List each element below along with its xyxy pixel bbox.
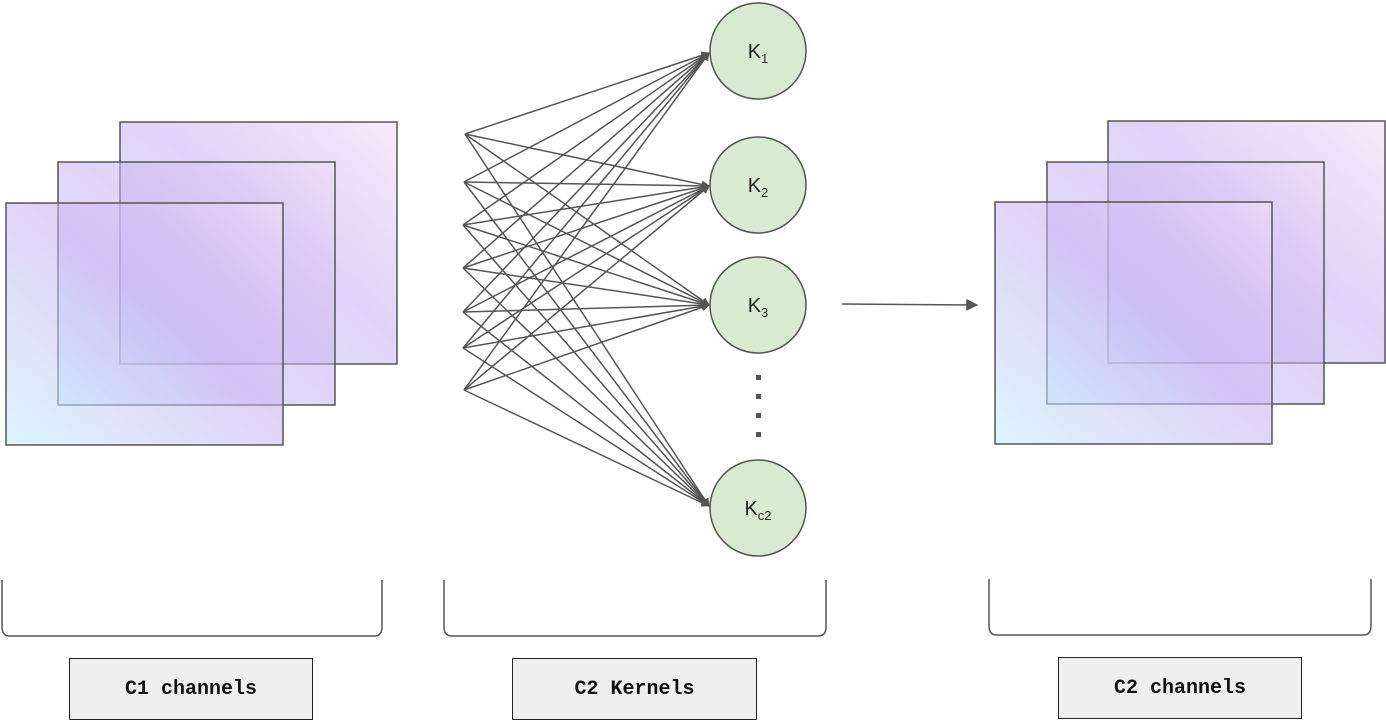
connection-line-9 — [462, 52, 710, 226]
connection-line-20 — [462, 311, 710, 507]
kernel-circle-c2: Kc2 — [709, 459, 807, 557]
connection-line-3 — [464, 133, 710, 306]
kernel-circle-1: K1 — [709, 2, 807, 100]
output-layer-front — [994, 201, 1273, 445]
connection-line-10 — [462, 183, 710, 226]
connection-line-5 — [463, 52, 710, 183]
kernel-circle-3: K3 — [709, 256, 807, 354]
kernel-label-c2: Kc2 — [744, 498, 771, 523]
connection-line-1 — [464, 51, 710, 135]
kernel-label-1: K1 — [748, 41, 769, 66]
connection-line-18 — [462, 185, 710, 313]
connection-line-21 — [462, 52, 710, 349]
input-brace — [1, 580, 383, 637]
kernels-brace — [443, 580, 827, 637]
connection-line-22 — [462, 185, 710, 349]
connection-line-15 — [462, 267, 710, 308]
connection-line-4 — [464, 133, 710, 507]
connection-line-27 — [463, 303, 710, 391]
connection-line-8 — [463, 181, 710, 507]
connection-line-24 — [462, 347, 710, 507]
connection-line-14 — [462, 184, 710, 269]
output-feature-maps — [994, 120, 1386, 445]
input-layer-front — [5, 202, 284, 446]
input-feature-maps — [5, 121, 398, 446]
connection-line-19 — [462, 301, 710, 313]
connection-line-26 — [463, 185, 710, 391]
kernel-ellipsis — [756, 375, 761, 437]
kernels-caption: C2 Kernels — [512, 658, 757, 720]
output-caption: C2 channels — [1058, 657, 1302, 719]
connection-line-23 — [462, 302, 710, 349]
connection-line-16 — [462, 267, 710, 507]
connection-line-7 — [463, 181, 710, 306]
kernel-circle-2: K2 — [709, 136, 807, 234]
connection-line-28 — [463, 389, 710, 507]
connection-line-12 — [462, 224, 710, 507]
input-caption: C1 channels — [69, 658, 313, 720]
output-brace — [988, 579, 1372, 636]
connection-line-25 — [463, 52, 710, 391]
connection-line-6 — [463, 181, 710, 190]
connection-line-11 — [462, 224, 710, 307]
connection-line-13 — [462, 52, 710, 269]
kernel-label-3: K3 — [748, 295, 769, 320]
connection-line-17 — [462, 52, 710, 313]
input-kernel-connections — [462, 51, 710, 507]
output-arrow — [841, 298, 979, 311]
kernel-label-2: K2 — [748, 175, 769, 200]
